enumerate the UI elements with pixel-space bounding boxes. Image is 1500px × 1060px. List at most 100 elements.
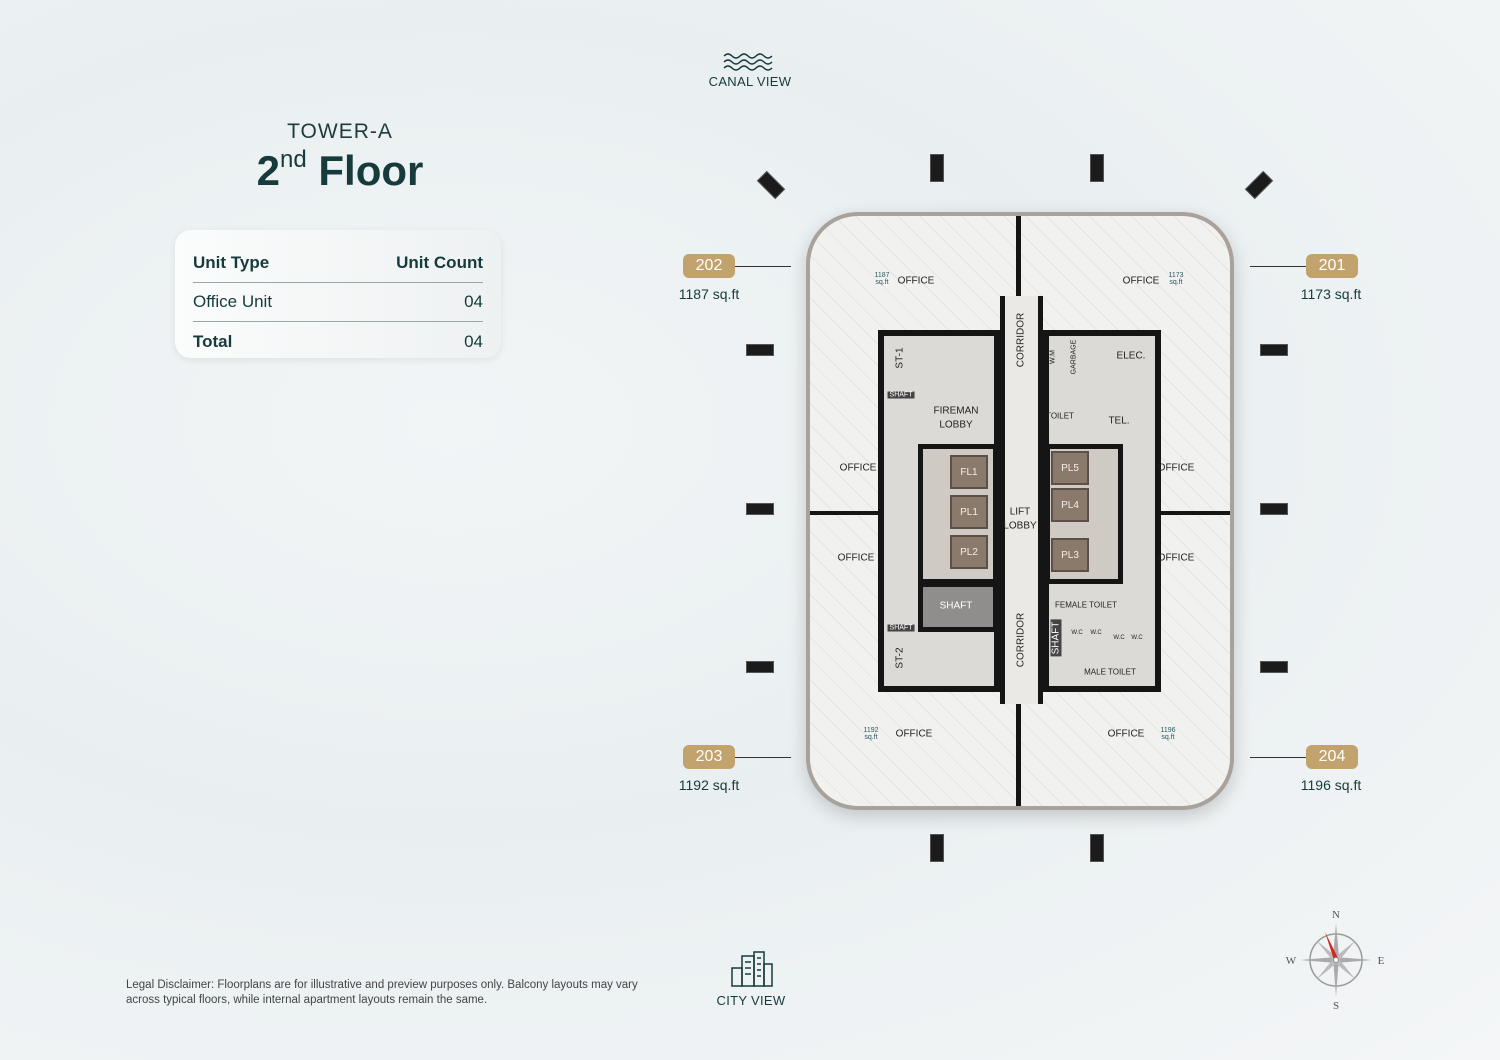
window-marker: [746, 344, 774, 356]
area-unit: sq.ft: [875, 279, 889, 286]
window-marker: [1260, 661, 1288, 673]
office-label: OFFICE: [839, 462, 877, 474]
unit-area: 1196 sq.ft: [1300, 777, 1362, 793]
legal-disclaimer: Legal Disclaimer: Floorplans are for ill…: [126, 979, 638, 1006]
toilet-label: TOILET: [1046, 411, 1074, 421]
area-unit: sq.ft: [1169, 279, 1183, 286]
area-value: 1192: [863, 727, 879, 734]
office-label: OFFICE: [1157, 552, 1195, 564]
window-marker: [930, 834, 944, 862]
shaft-label: SHAFT: [887, 624, 915, 632]
window-marker: [1090, 154, 1104, 182]
waves-icon: [723, 53, 773, 71]
compass-s: S: [1333, 1000, 1339, 1012]
lift-pl3: PL3: [1051, 538, 1089, 572]
shaft-label: SHAFT: [939, 600, 973, 612]
window-marker: [930, 154, 944, 182]
office-label: OFFICE: [895, 728, 933, 740]
area-value: 1187: [874, 272, 890, 279]
lift-pl4: PL4: [1051, 488, 1089, 522]
partition-wall: [1016, 216, 1021, 298]
window-marker: [1244, 170, 1274, 200]
compass-icon: N S E W: [1286, 909, 1385, 1012]
compass-n: N: [1332, 909, 1340, 921]
unit-area: 1173 sq.ft: [1300, 286, 1362, 302]
office-label: OFFICE: [1122, 275, 1160, 287]
office-label: OFFICE: [897, 275, 935, 287]
shaft-label: SHAFT: [887, 391, 915, 399]
leader-line: [1250, 266, 1306, 267]
window-marker: [756, 170, 786, 200]
corridor-label: CORRIDOR: [1015, 612, 1027, 668]
lift-pl5: PL5: [1051, 451, 1089, 485]
stair-label: ST-2: [894, 647, 906, 669]
title-block: TOWER-A 2nd Floor: [200, 120, 480, 195]
area-value: 1173: [1168, 272, 1184, 279]
shaft-label: SHAFT: [1050, 619, 1062, 657]
canal-view-label: CANAL VIEW: [708, 74, 792, 89]
unit-tag-204: 204: [1306, 745, 1358, 769]
window-marker: [1260, 503, 1288, 515]
stair-label: ST-1: [894, 347, 906, 369]
window-marker: [1260, 344, 1288, 356]
unit-tag-203: 203: [683, 745, 735, 769]
leader-line: [735, 757, 791, 758]
window-marker: [746, 503, 774, 515]
leader-line: [1250, 757, 1306, 758]
female-toilet-label: FEMALE TOILET: [1055, 600, 1117, 610]
lift-lobby-label: LOBBY: [1003, 520, 1037, 532]
corridor: [1000, 296, 1043, 704]
floor-suffix: nd: [280, 146, 307, 173]
wm-label: W.M: [1049, 350, 1057, 364]
cell-type: Total: [193, 331, 233, 351]
office-label: OFFICE: [837, 552, 875, 564]
unit-area: 1187 sq.ft: [678, 286, 740, 302]
header-unit-type: Unit Type: [193, 253, 270, 272]
wc-label: W.C: [1113, 635, 1125, 641]
cell-type: Office Unit: [193, 292, 273, 311]
table-header: Unit Type Unit Count: [193, 244, 483, 283]
garbage-label: GARBAGE: [1070, 339, 1078, 375]
wc-label: W.C: [1090, 630, 1102, 636]
compass-w: W: [1286, 955, 1297, 967]
table-row-total: Total 04: [193, 322, 483, 361]
cell-count: 04: [464, 331, 483, 351]
partition-wall: [810, 511, 920, 515]
floor-title: 2nd Floor: [200, 146, 480, 195]
fireman-lobby-label: LOBBY: [939, 419, 973, 431]
city-view-label: CITY VIEW: [716, 993, 786, 1008]
shaft: [918, 582, 998, 632]
partition-wall: [1120, 511, 1230, 515]
unit-tag-201: 201: [1306, 254, 1358, 278]
fireman-lobby-label: FIREMAN: [933, 405, 979, 417]
male-toilet-label: MALE TOILET: [1084, 667, 1136, 677]
unit-tag-202: 202: [683, 254, 735, 278]
lift-lobby-label: LIFT: [1009, 506, 1031, 518]
tel-label: TEL.: [1108, 415, 1130, 427]
lift-fl1: FL1: [950, 455, 988, 489]
header-unit-count: Unit Count: [396, 253, 483, 272]
area-value: 1196: [1160, 727, 1176, 734]
window-marker: [746, 661, 774, 673]
unit-table: Unit Type Unit Count Office Unit 04 Total 0…: [175, 230, 501, 358]
partition-wall: [1016, 700, 1021, 806]
wc-label: W.C: [1071, 630, 1083, 636]
corridor-label: CORRIDOR: [1015, 312, 1027, 368]
office-label: OFFICE: [1157, 462, 1195, 474]
window-marker: [1090, 834, 1104, 862]
lift-pl2: PL2: [950, 535, 988, 569]
cell-count: 04: [464, 292, 483, 311]
lift-pl1: PL1: [950, 495, 988, 529]
table-row: Office Unit 04: [193, 283, 483, 322]
elec-label: ELEC.: [1116, 350, 1146, 362]
tower-name: TOWER-A: [287, 120, 393, 143]
unit-area: 1192 sq.ft: [678, 777, 740, 793]
floor-word: Floor: [318, 147, 424, 194]
wc-label: W.C: [1131, 635, 1143, 641]
area-unit: sq.ft: [864, 734, 878, 741]
buildings-icon: [731, 951, 773, 987]
